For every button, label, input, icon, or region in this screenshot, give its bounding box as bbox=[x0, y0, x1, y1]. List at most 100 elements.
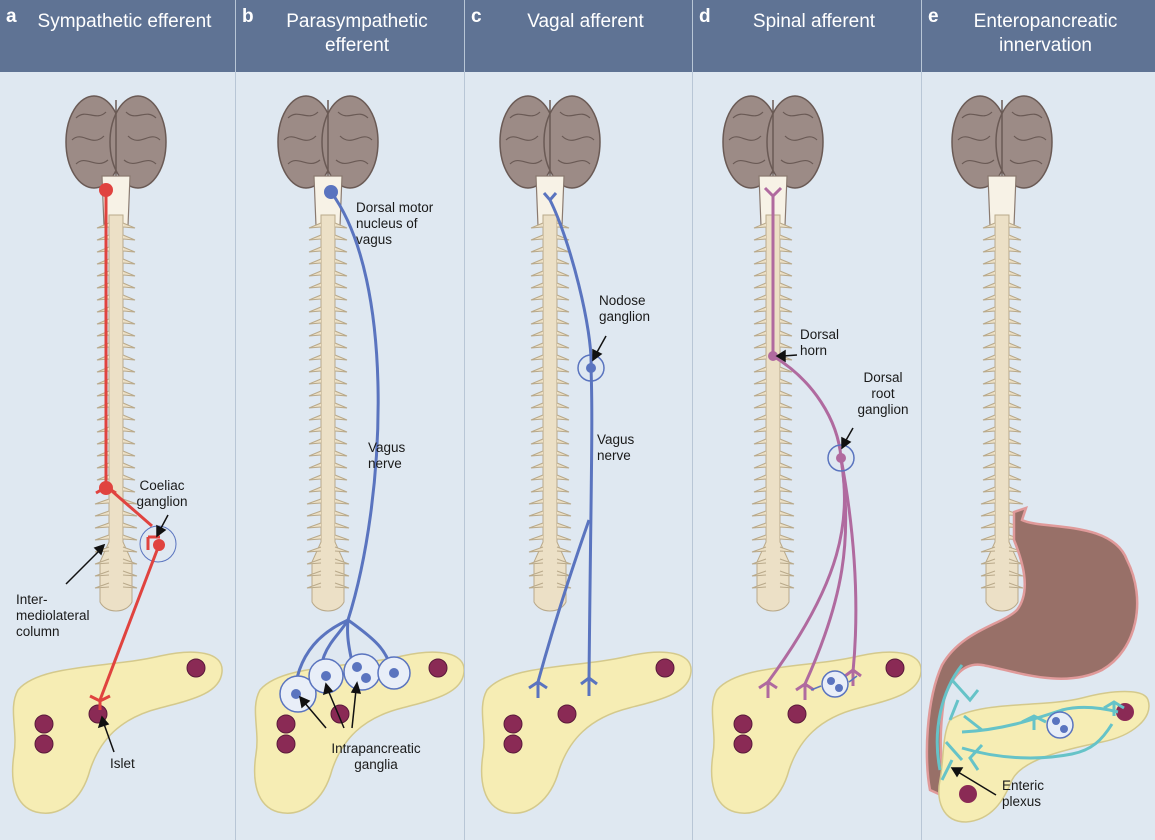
nerve-root bbox=[123, 331, 135, 336]
nerve-root bbox=[557, 403, 569, 408]
nerve-root bbox=[309, 271, 321, 276]
nerve-root bbox=[557, 379, 569, 384]
nerve-root bbox=[1009, 343, 1021, 348]
nerve-root bbox=[335, 487, 347, 492]
islet bbox=[788, 705, 806, 723]
nerve-root bbox=[557, 415, 569, 420]
nerve-root bbox=[529, 499, 543, 504]
nerve-root bbox=[780, 223, 792, 228]
nerve-root bbox=[309, 283, 321, 288]
nerve-root bbox=[983, 451, 995, 456]
pancreas bbox=[712, 652, 921, 813]
dorsal-root-ganglion-soma bbox=[836, 453, 846, 463]
nerve-root bbox=[335, 319, 347, 324]
nerve-root bbox=[123, 295, 135, 300]
nerve-root bbox=[335, 235, 347, 240]
islet bbox=[277, 735, 295, 753]
islet-label: Islet bbox=[110, 756, 135, 771]
nerve-root bbox=[754, 283, 766, 288]
nerve-root bbox=[531, 451, 543, 456]
nerve-root bbox=[531, 307, 543, 312]
nerve-root bbox=[335, 511, 349, 516]
nerve-root bbox=[557, 475, 569, 480]
nerve-root bbox=[754, 367, 766, 372]
nerve-root bbox=[983, 391, 995, 396]
coeliac-ganglion-label: Coeliacganglion bbox=[136, 478, 187, 509]
nerve-root bbox=[983, 379, 995, 384]
nodose-ganglion-soma bbox=[586, 363, 596, 373]
nerve-root bbox=[983, 307, 995, 312]
nerve-root bbox=[335, 439, 347, 444]
label-line: Islet bbox=[110, 756, 135, 771]
nerve-root bbox=[1009, 439, 1021, 444]
nerve-root bbox=[1009, 331, 1021, 336]
nerve-root bbox=[123, 271, 135, 276]
islet bbox=[504, 715, 522, 733]
sympathetic-diagram: Coeliacganglion Inter-mediolateralcolumn… bbox=[0, 0, 236, 840]
nerve-root bbox=[335, 259, 347, 264]
nerve-root bbox=[983, 439, 995, 444]
nerve-root bbox=[1009, 427, 1021, 432]
enteropancreatic-diagram: Entericplexus bbox=[922, 0, 1155, 840]
nerve-root bbox=[1009, 223, 1021, 228]
nerve-root bbox=[780, 547, 794, 552]
nerve-root bbox=[754, 379, 766, 384]
nerve-root bbox=[95, 535, 109, 540]
nerve-root bbox=[780, 331, 792, 336]
nerve-root bbox=[335, 535, 349, 540]
nerve-root bbox=[754, 487, 766, 492]
nerve-root bbox=[754, 307, 766, 312]
brain-illustration bbox=[66, 96, 166, 226]
right-hemisphere bbox=[767, 96, 823, 188]
nerve-root bbox=[309, 235, 321, 240]
nerve-root bbox=[1009, 487, 1021, 492]
nerve-root bbox=[529, 535, 543, 540]
nerve-root bbox=[754, 223, 766, 228]
nerve-root bbox=[335, 427, 347, 432]
panel-spinal-afferent: d Spinal afferent bbox=[693, 0, 922, 840]
nerve-root bbox=[309, 427, 321, 432]
nerve-root bbox=[983, 343, 995, 348]
nerve-root bbox=[557, 427, 569, 432]
nerve-root bbox=[780, 271, 792, 276]
nerve-root bbox=[557, 367, 569, 372]
nerve-root bbox=[754, 331, 766, 336]
nerve-root bbox=[335, 391, 347, 396]
nerve-root bbox=[307, 511, 321, 516]
nerve-root bbox=[335, 295, 347, 300]
nerve-root bbox=[309, 403, 321, 408]
nerve-root bbox=[123, 235, 135, 240]
islet bbox=[734, 715, 752, 733]
nerve-root bbox=[531, 487, 543, 492]
label-line: Dorsal motor bbox=[356, 200, 434, 215]
nerve-root bbox=[335, 307, 347, 312]
nerve-root bbox=[531, 259, 543, 264]
nerve-root bbox=[307, 499, 321, 504]
nerve-root bbox=[309, 295, 321, 300]
nerve-root bbox=[754, 343, 766, 348]
label-line: ganglia bbox=[354, 757, 398, 772]
nerve-root bbox=[123, 451, 135, 456]
nerve-root bbox=[123, 355, 135, 360]
nerve-root bbox=[1009, 271, 1021, 276]
right-hemisphere bbox=[996, 96, 1052, 188]
right-hemisphere bbox=[322, 96, 378, 188]
nerve-root bbox=[309, 307, 321, 312]
panel-parasympathetic-efferent: b Parasympathetic efferent bbox=[236, 0, 465, 840]
vagus-nerve bbox=[589, 368, 592, 680]
islet bbox=[656, 659, 674, 677]
intermediolateral-column-label: Inter-mediolateralcolumn bbox=[16, 592, 90, 639]
nerve-root bbox=[1009, 307, 1021, 312]
nerve-root bbox=[983, 235, 995, 240]
nerve-root bbox=[780, 259, 792, 264]
nerve-root bbox=[754, 415, 766, 420]
nerve-root bbox=[335, 475, 347, 480]
islet bbox=[35, 715, 53, 733]
islet bbox=[558, 705, 576, 723]
nerve-root bbox=[754, 427, 766, 432]
nerve-root bbox=[307, 547, 321, 552]
nerve-root bbox=[309, 487, 321, 492]
nerve-root bbox=[983, 271, 995, 276]
nerve-root bbox=[335, 379, 347, 384]
